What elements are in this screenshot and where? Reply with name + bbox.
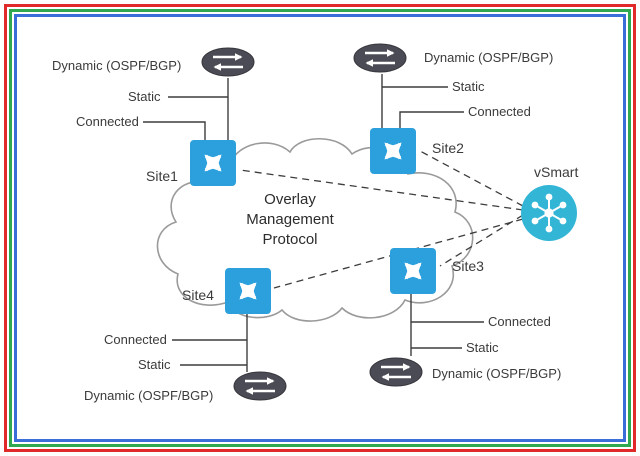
vsmart-controller-icon [521, 185, 577, 241]
omp-cloud-title-line1: Overlay [264, 191, 316, 208]
site1-label: Site1 [146, 168, 178, 184]
edge-switch-icon-site2 [370, 128, 416, 174]
router-icon-site2 [353, 43, 407, 73]
site1-static-label: Static [128, 89, 161, 104]
site2-connected-link [399, 111, 464, 128]
site4-dynamic-label: Dynamic (OSPF/BGP) [84, 388, 214, 403]
router-icon-site1 [201, 47, 255, 77]
site3-label: Site3 [452, 258, 484, 274]
site4-static-label: Static [138, 357, 171, 372]
site2-static-label: Static [452, 79, 485, 94]
site4-connected-label: Connected [104, 332, 167, 347]
site4-label: Site4 [182, 287, 214, 303]
site1-connected-label: Connected [76, 114, 139, 129]
site2-connected-label: Connected [468, 104, 531, 119]
site1-connected-link [143, 121, 206, 140]
omp-session-site2 [419, 150, 524, 207]
edge-switch-icon-site4 [225, 268, 271, 314]
vsmart-label: vSmart [534, 164, 579, 180]
router-icon-site3 [369, 357, 423, 387]
omp-cloud-title: Overlay Management Protocol [212, 190, 368, 250]
site1-dynamic-label: Dynamic (OSPF/BGP) [52, 58, 182, 73]
site2-dynamic-label: Dynamic (OSPF/BGP) [424, 50, 554, 65]
router-icon-site4 [233, 371, 287, 401]
site2-label: Site2 [432, 140, 464, 156]
edge-switch-icon-site3 [390, 248, 436, 294]
omp-cloud-title-line3: Protocol [262, 231, 318, 248]
site3-connected-label: Connected [488, 314, 551, 329]
site3-dynamic-label: Dynamic (OSPF/BGP) [432, 366, 562, 381]
omp-cloud-title-line2: Management [246, 211, 334, 228]
edge-switch-icon-site1 [190, 140, 236, 186]
site3-static-label: Static [466, 340, 499, 355]
